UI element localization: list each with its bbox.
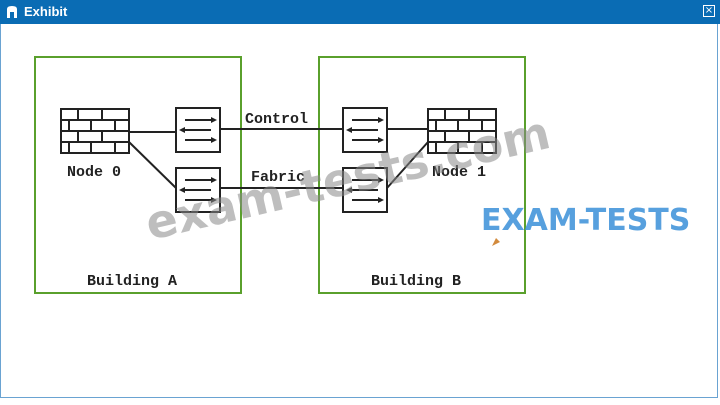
switch-icon — [175, 107, 221, 153]
node-1-label: Node 1 — [432, 164, 486, 181]
firewall-icon — [60, 108, 130, 154]
brand-watermark-part1: EX — [481, 203, 525, 238]
close-icon: × — [704, 5, 714, 16]
app-icon — [7, 6, 17, 18]
building-a-box — [34, 56, 242, 294]
node-0-label: Node 0 — [67, 164, 121, 181]
title-bar: Exhibit × — [0, 0, 720, 24]
close-button[interactable]: × — [703, 5, 715, 17]
pencil-icon — [492, 238, 500, 246]
window-frame — [0, 24, 718, 398]
brand-watermark: EXAM-TESTS — [481, 203, 690, 246]
links — [128, 128, 429, 189]
fabric-link-label: Fabric — [251, 169, 305, 186]
brand-watermark-part2: AM-TESTS — [525, 203, 691, 238]
building-a-label: Building A — [87, 273, 177, 290]
building-b-label: Building B — [371, 273, 461, 290]
window-title: Exhibit — [24, 4, 68, 19]
control-link-label: Control — [245, 111, 308, 128]
network-diagram: Node 0 Node 1 Control Fabric Building A … — [34, 56, 690, 294]
svg-text:EXAM-TESTS: EXAM-TESTS — [481, 203, 690, 238]
exhibit-content: Node 0 Node 1 Control Fabric Building A … — [0, 24, 720, 400]
building-b-box — [318, 56, 526, 294]
